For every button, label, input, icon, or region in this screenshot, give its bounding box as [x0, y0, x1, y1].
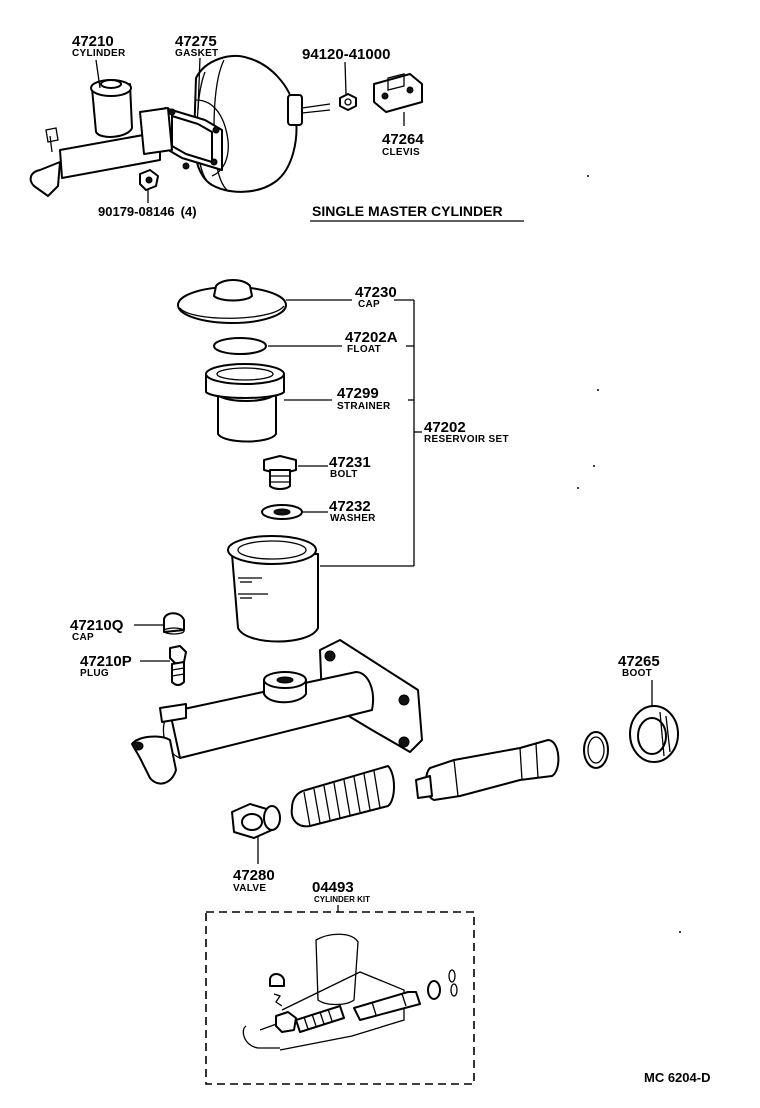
- cap-47210q-illustration: [163, 612, 185, 635]
- part-number-90179-08146: 90179-08146(4): [98, 204, 197, 219]
- leader-94120: [344, 61, 347, 95]
- cylinder-kit-section: 04493 CYLINDER KIT: [205, 879, 475, 1085]
- scan-specks: [577, 175, 681, 933]
- strainer-illustration: [205, 363, 285, 443]
- part-name-gasket: GASKET: [175, 48, 218, 59]
- cylinder-body-assembly: 47210Q CAP 47210P PLUG 47265 BOOT 47280 …: [70, 612, 679, 894]
- piston-illustration: [415, 739, 560, 801]
- bolt-90179-illustration: [139, 169, 159, 191]
- reservoir-set-assembly: 47230 CAP 47202A FLOAT 47299 STRAINER 47…: [177, 279, 509, 643]
- part-name-strainer: STRAINER: [337, 401, 391, 412]
- nut-94120-illustration: [339, 93, 357, 111]
- part-number-47232: 47232: [329, 498, 371, 515]
- part-name-plug: PLUG: [80, 668, 109, 679]
- kit-spring-illustration: [295, 1005, 345, 1033]
- part-name-float: FLOAT: [347, 344, 381, 355]
- kit-valve-illustration: [275, 1011, 297, 1033]
- part-name-reservoir-set: RESERVOIR SET: [424, 434, 509, 445]
- single-master-cylinder-assembly: 47210 CYLINDER 47275 GASKET 94120-41000 …: [29, 33, 524, 222]
- part-number-47210p: 47210P: [80, 653, 132, 670]
- kit-dashed-box: [205, 911, 475, 1085]
- part-name-boot: BOOT: [622, 668, 652, 679]
- kit-cap-illustration: [269, 973, 285, 987]
- part-number-47210q: 47210Q: [70, 617, 124, 634]
- part-name-clevis: CLEVIS: [382, 147, 420, 158]
- brake-booster-illustration: [193, 55, 331, 193]
- float-illustration: [213, 337, 267, 355]
- part-number-47275: 47275: [175, 33, 217, 50]
- part-name-cap: CAP: [358, 299, 380, 310]
- part-number-47265: 47265: [618, 653, 660, 670]
- cap-47230-illustration: [177, 279, 287, 324]
- leader-47275: [197, 57, 201, 111]
- part-name-cap-47210q: CAP: [72, 632, 94, 643]
- kit-part-number: 04493: [312, 879, 354, 896]
- kit-piston-illustration: [353, 991, 421, 1021]
- boot-47265-illustration: [629, 705, 679, 763]
- part-number-47202a: 47202A: [345, 329, 398, 346]
- kit-plug-illustration: [273, 993, 283, 1007]
- part-number-47202: 47202: [424, 419, 466, 436]
- kit-ring-illustration: [427, 980, 441, 1000]
- part-number-47231: 47231: [329, 454, 371, 471]
- part-number-47299: 47299: [337, 385, 379, 402]
- kit-boot-illustration: [448, 969, 458, 997]
- part-name-bolt: BOLT: [330, 469, 358, 480]
- kit-ghost-outline: [242, 933, 405, 1051]
- part-number-47210: 47210: [72, 33, 114, 50]
- section-title: SINGLE MASTER CYLINDER: [312, 203, 503, 219]
- part-number-94120-41000: 94120-41000: [302, 46, 390, 63]
- part-number-47264: 47264: [382, 131, 424, 148]
- part-number-47280: 47280: [233, 867, 275, 884]
- washer-illustration: [261, 504, 303, 520]
- plug-47210p-illustration: [169, 645, 187, 686]
- part-number-47230: 47230: [355, 284, 397, 301]
- part-name-valve: VALVE: [233, 883, 266, 894]
- valve-47280-illustration: [231, 803, 281, 839]
- bolt-47231-illustration: [263, 455, 297, 490]
- single-cylinder-illustration: [29, 79, 173, 197]
- reservoir-illustration: [227, 535, 319, 643]
- part-name-cylinder: CYLINDER: [72, 48, 126, 59]
- spring-illustration: [290, 765, 395, 828]
- kit-part-name: CYLINDER KIT: [314, 895, 370, 904]
- cylinder-body-illustration: [169, 671, 374, 759]
- figure-reference: MC 6204-D: [644, 1070, 710, 1085]
- part-name-washer: WASHER: [330, 513, 376, 524]
- leader-47210: [95, 59, 101, 89]
- clevis-illustration: [373, 73, 423, 113]
- outlet-illustration: [131, 735, 177, 785]
